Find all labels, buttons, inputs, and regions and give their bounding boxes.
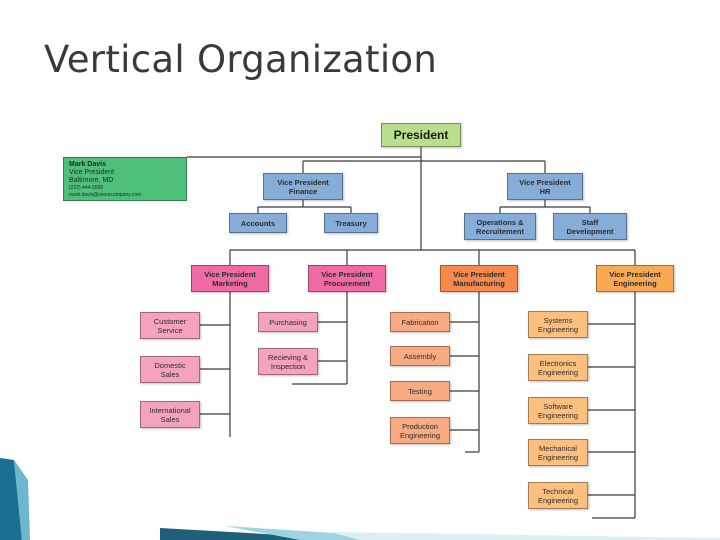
node-label: Service [157,325,183,335]
node-treasury: Treasury [324,213,378,233]
slide-title: Vertical Organization [44,38,438,81]
node-label: Procurement [323,278,371,288]
node-label: Testing [408,386,432,396]
node-label: Production [402,421,438,431]
node-label: Vice President [609,269,661,279]
node-label: Vice President [321,269,373,279]
node-label: Treasury [335,218,367,228]
node-label: Engineering [537,367,579,377]
person-email: mark.davis@somecompany.com [69,192,142,198]
node-label: Vice President [519,177,571,187]
node-label: Purchasing [269,317,307,327]
node-label: Technical [542,486,574,496]
node-label: Engineering [537,324,579,334]
node-label: Mechanical [539,443,577,453]
node-label: Inspection [270,361,306,371]
node-label: Accounts [240,218,276,228]
person-role: Vice President [69,169,115,176]
node-label: Assembly [403,351,437,361]
slide-corner-decoration [0,458,720,540]
node-label: HR [539,186,551,196]
node-label: Vice President [277,177,329,187]
node-label: Vice President [204,269,256,279]
node-label: Recruitement [476,226,524,236]
node-receiving: Recieving &Inspection [258,348,318,375]
node-label: Engineering [613,278,657,288]
node-purchasing: Purchasing [258,312,318,332]
node-label: Engineering [399,430,441,440]
node-label: Software [543,401,573,411]
node-testing: Testing [390,381,450,401]
node-label: Sales [160,414,180,424]
node-label: Domestic [154,360,186,370]
node-label: Marketing [212,278,248,288]
node-label: President [393,127,449,142]
node-label: Development [566,226,614,236]
person-name: Mark Davis [69,161,106,168]
node-label: Operations & [476,217,524,227]
node-label: Fabrication [401,317,439,327]
person-location: Baltimore, MD [69,177,114,184]
node-label: Engineering [537,452,579,462]
node-operations: Operations &Recruitement [464,213,536,240]
node-accounts: Accounts [229,213,287,233]
node-label: Manufacturing [453,278,505,288]
person-info-card: Mark Davis Vice President Baltimore, MD … [63,157,187,201]
node-label: Electronics [539,358,577,368]
node-label: Sales [160,369,180,379]
node-label: Recieving & [267,352,309,362]
node-label: Customer [153,316,187,326]
node-assembly: Assembly [390,346,450,366]
node-label: Staff [581,217,599,227]
node-label: Engineering [537,410,579,420]
node-label: International [149,405,191,415]
node-president: President [381,123,461,147]
node-label: Engineering [537,495,579,505]
node-label: Vice President [453,269,505,279]
node-fabrication: Fabrication [390,312,450,332]
node-label: Systems [543,315,573,325]
node-label: Finance [288,186,318,196]
person-phone: (222) 444-5555 [69,185,104,191]
